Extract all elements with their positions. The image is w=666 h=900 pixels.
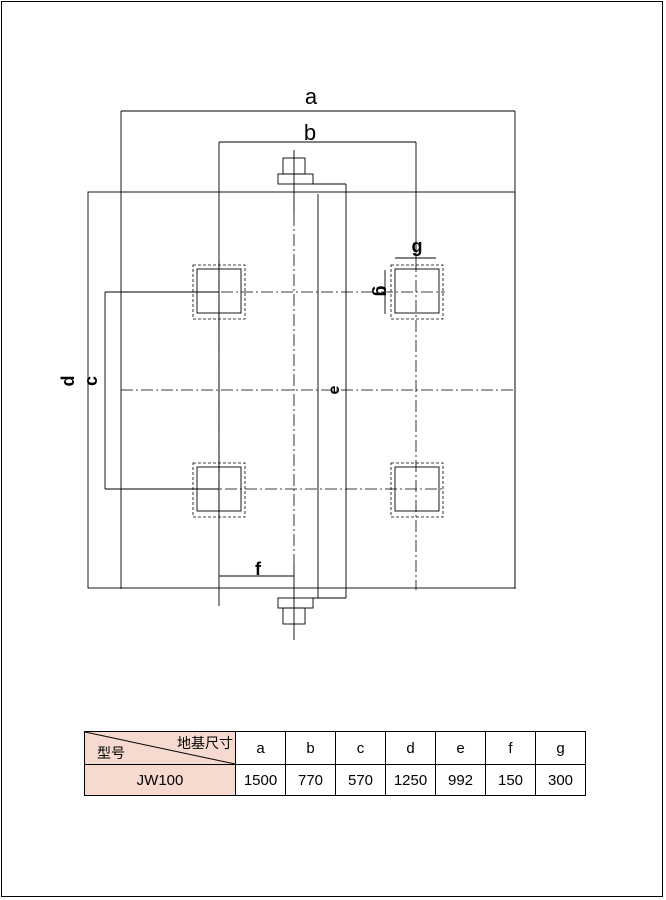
value-f: 150: [485, 764, 536, 796]
pad-outline-bottom-right: [390, 462, 444, 518]
bottom-bolt-flange: [277, 597, 314, 609]
value-e: 992: [435, 764, 486, 796]
top-bolt-flange: [277, 173, 314, 185]
column-header-e: e: [435, 731, 486, 765]
corner-diagonal: [85, 732, 235, 764]
label-b: b: [304, 120, 316, 145]
column-header-b: b: [285, 731, 336, 765]
column-header-f: f: [485, 731, 536, 765]
pad-top-right: [394, 268, 440, 314]
column-header-g: g: [535, 731, 586, 765]
column-header-a: a: [235, 731, 286, 765]
value-a: 1500: [235, 764, 286, 796]
label-f: f: [255, 559, 262, 579]
bottom-bolt-head: [282, 607, 306, 625]
table-header-row: 地基尺寸 型号 a b c d e f g: [84, 731, 586, 765]
label-c: c: [81, 376, 101, 386]
label-e: e: [326, 385, 343, 394]
label-a: a: [305, 84, 318, 109]
table-row: JW100 1500 770 570 1250 992 150 300: [84, 764, 586, 796]
table-corner-header: 地基尺寸 型号: [84, 731, 236, 765]
value-d: 1250: [385, 764, 436, 796]
base-outline-d: [87, 191, 516, 589]
column-header-d: d: [385, 731, 436, 765]
foundation-drawing: a b g f g d c e: [58, 84, 516, 640]
foundation-dimension-table: 地基尺寸 型号 a b c d e f g JW100 1500 770 570…: [84, 731, 586, 796]
label-d: d: [58, 376, 78, 387]
value-b: 770: [285, 764, 336, 796]
label-g-top: g: [412, 236, 423, 256]
value-g: 300: [535, 764, 586, 796]
model-cell: JW100: [84, 764, 236, 796]
header-model-label: 型号: [97, 745, 125, 761]
label-g-side: g: [372, 286, 392, 297]
value-c: 570: [335, 764, 386, 796]
column-header-c: c: [335, 731, 386, 765]
header-dimension-label: 地基尺寸: [177, 735, 233, 751]
